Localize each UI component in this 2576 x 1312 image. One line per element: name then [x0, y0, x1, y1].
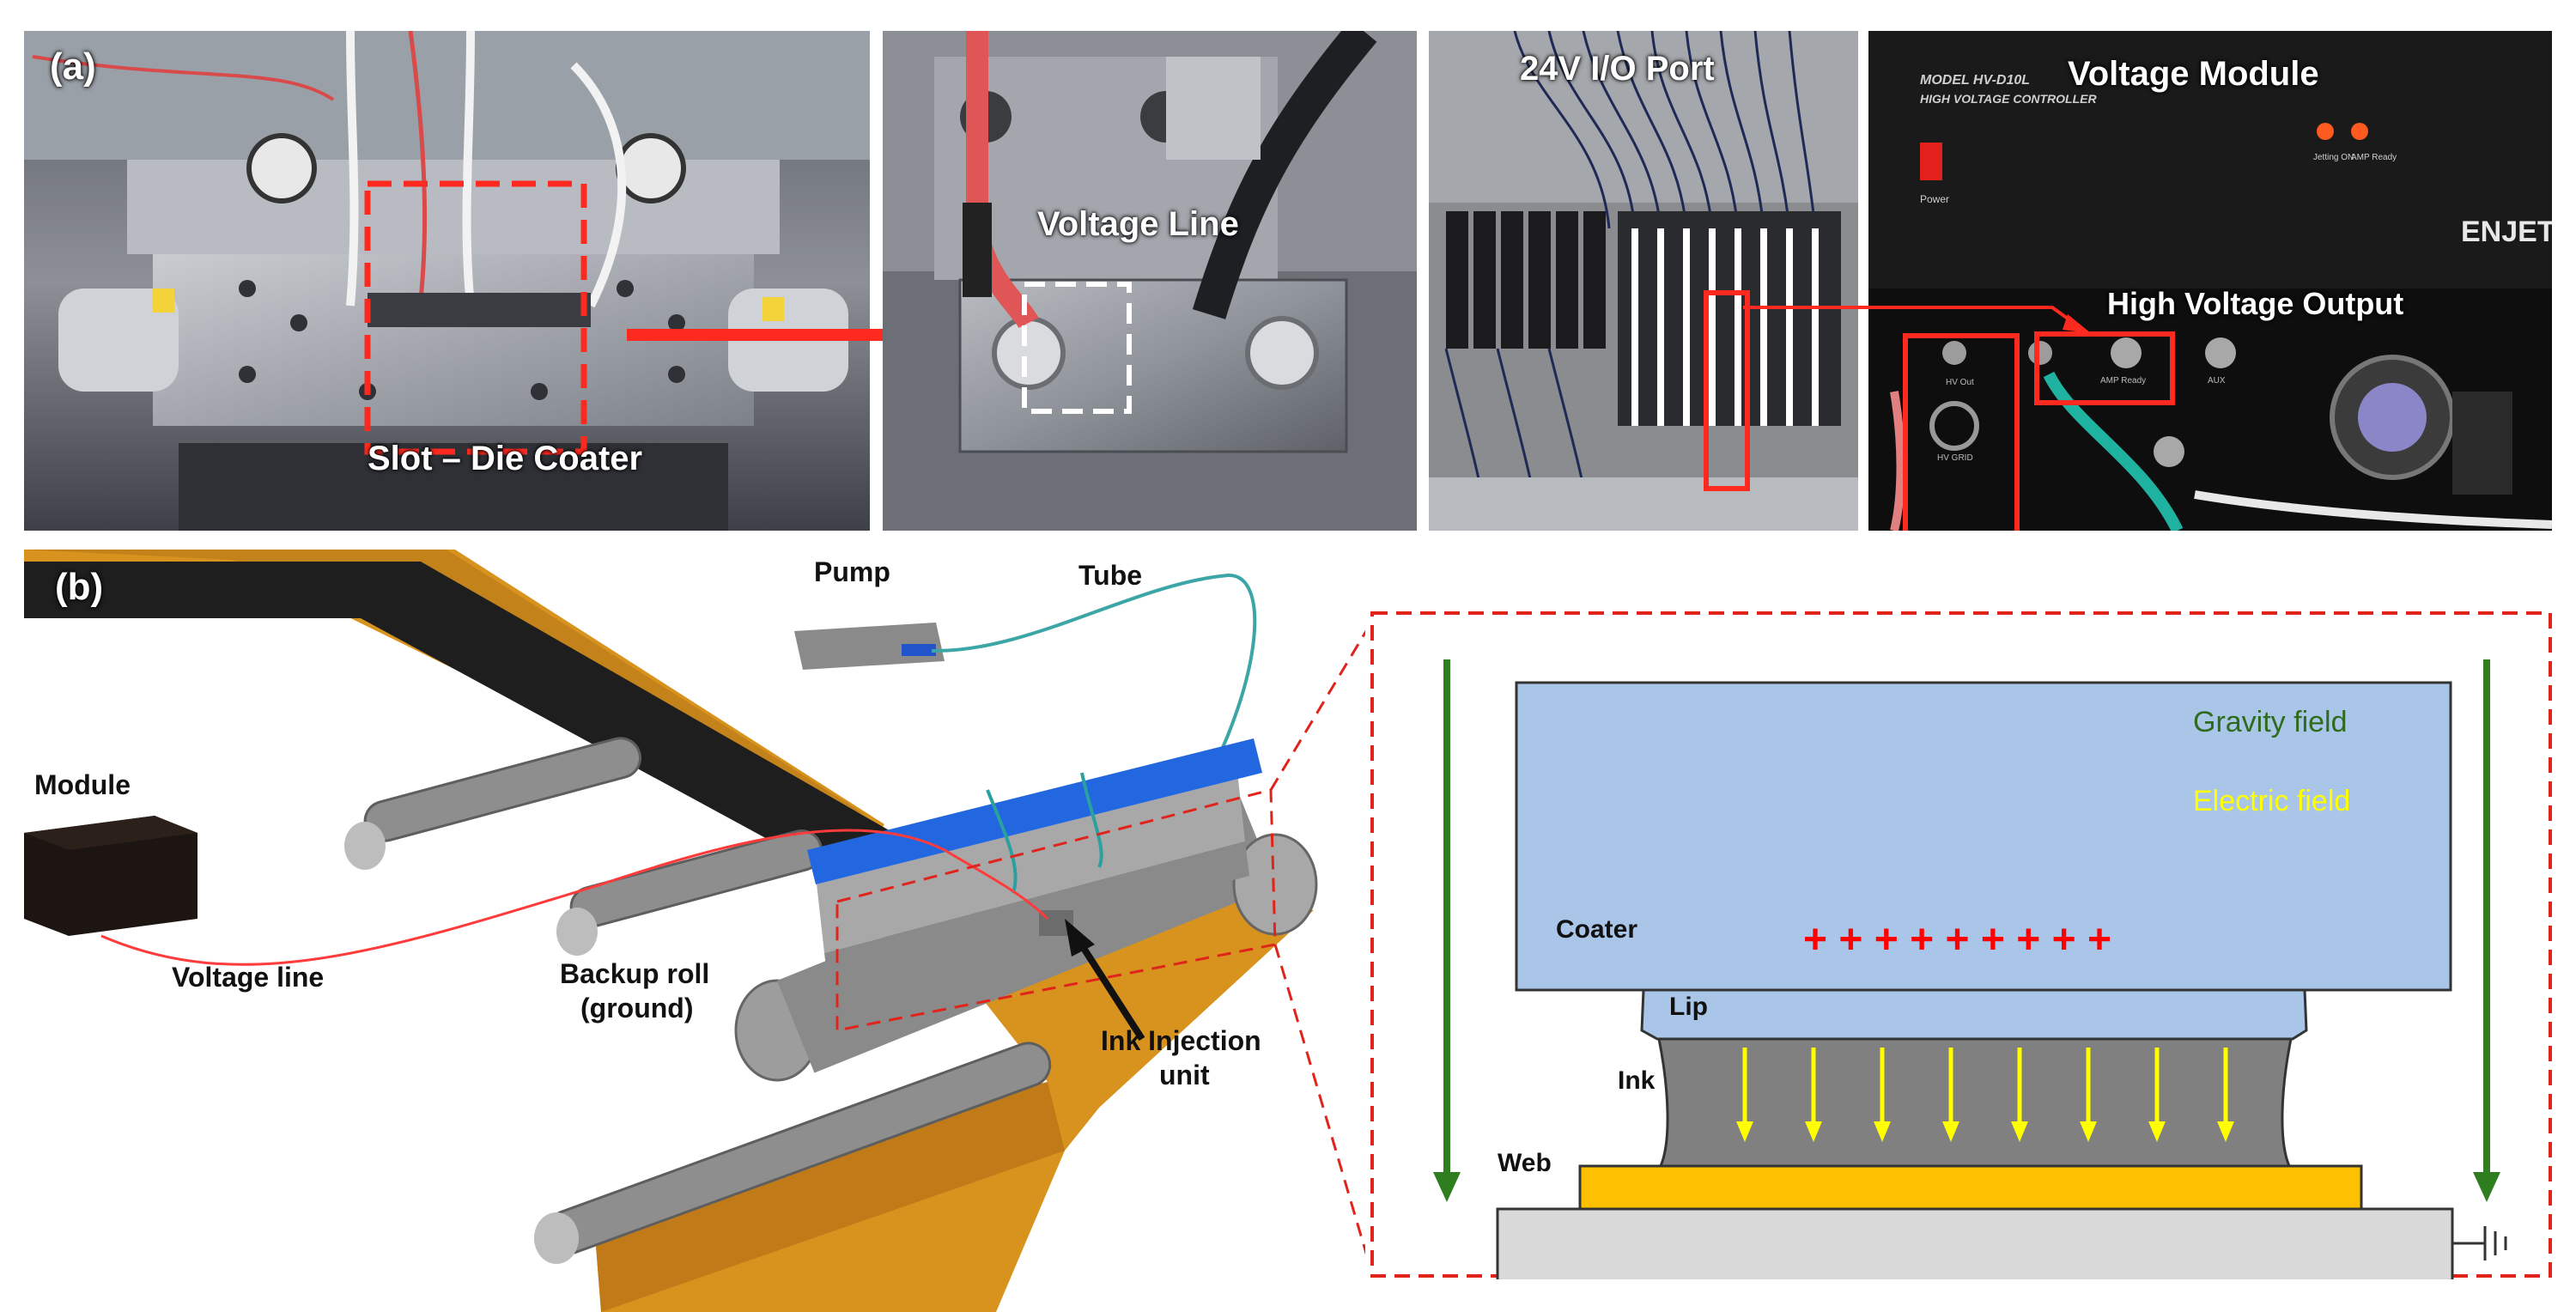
ink-injection-label-1: Ink Injection: [1101, 1025, 1261, 1056]
backup-roll-label-2: (ground): [580, 993, 694, 1023]
coater-label: Coater: [1556, 915, 1638, 944]
tube-label: Tube: [1078, 560, 1143, 591]
ink-label: Ink: [1618, 1066, 1656, 1095]
voltage-line-label: Voltage line: [172, 962, 325, 993]
backup-roll-label-1: Backup roll: [560, 958, 710, 989]
io-port-caption: 24V I/O Port: [1520, 50, 1715, 88]
pump-label: Pump: [814, 556, 890, 587]
lip-label: Lip: [1669, 993, 1708, 1021]
port-label-hv-grid: HV GRID: [1937, 453, 1973, 463]
electric-field-label: Electric field: [2193, 785, 2351, 817]
voltage-module-illustration: MODEL HV-D10L HIGH VOLTAGE CONTROLLER Po…: [1868, 31, 2552, 531]
voltage-line-illustration: [883, 31, 1417, 531]
web-label: Web: [1498, 1149, 1552, 1177]
photo-voltage-line: Voltage Line: [883, 31, 1417, 531]
slot-die-schematic-illustration: [24, 550, 1365, 1312]
cross-section-diagram: + + + + + + + + +: [1370, 611, 2552, 1279]
photo-io-port: 24V I/O Port: [1429, 31, 1858, 531]
gravity-field-label: Gravity field: [2193, 706, 2348, 738]
power-text: Power: [1920, 193, 1949, 205]
panel-b-label: (b): [55, 566, 104, 608]
controller-text: HIGH VOLTAGE CONTROLLER: [1920, 92, 2097, 106]
plus-charges: + + + + + + + + +: [1803, 917, 2111, 963]
enjet-brand-text: ENJET: [2461, 216, 2552, 248]
photo-slot-die-coater: (a) Slot – Die Coater: [24, 31, 870, 531]
slot-die-coater-caption: Slot – Die Coater: [368, 440, 643, 477]
port-label-amp-ready: AMP Ready: [2100, 376, 2146, 386]
port-label-hv-out: HV Out: [1946, 378, 1974, 387]
panel-b-detail-cross-section: + + + + + + + + + Gravity field Electric…: [1369, 610, 2554, 1279]
io-port-illustration: [1429, 31, 1858, 531]
jetting-text: Jetting ON: [2313, 153, 2354, 162]
io-to-module-arrow: [1743, 306, 2091, 333]
port-label-aux: AUX: [2208, 376, 2226, 386]
voltage-module-caption: Voltage Module: [2068, 55, 2319, 93]
module-label: Module: [34, 769, 131, 800]
panel-a-label: (a): [50, 46, 96, 88]
amp-text: AMP Ready: [2351, 153, 2397, 162]
panel-b-schematic: (b) Pump Tube Module Voltage line Backup…: [0, 550, 1365, 1312]
photo-voltage-module: MODEL HV-D10L HIGH VOLTAGE CONTROLLER Po…: [1868, 31, 2552, 531]
high-voltage-output-caption: High Voltage Output: [2107, 286, 2404, 321]
model-text: MODEL HV-D10L: [1920, 73, 2030, 88]
voltage-line-caption: Voltage Line: [1037, 205, 1239, 243]
ink-injection-label-2: unit: [1159, 1060, 1210, 1090]
